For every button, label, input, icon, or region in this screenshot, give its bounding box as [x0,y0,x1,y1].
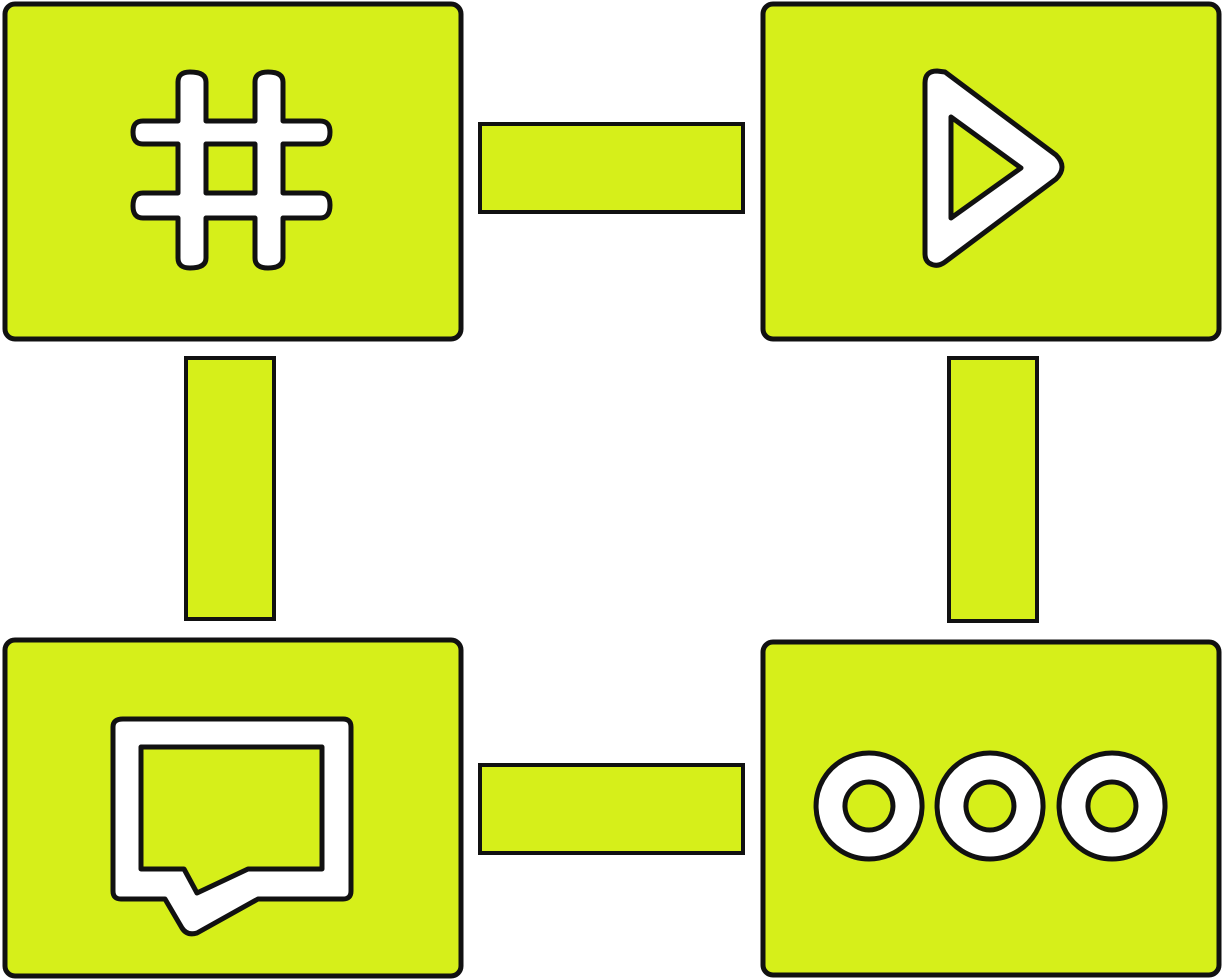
node-chat [2,637,464,979]
dot-ring-icon [1056,750,1168,862]
connector-left [184,356,276,621]
play-icon [922,68,1065,268]
connector-right [947,356,1039,623]
node-hashtag [2,1,464,342]
more-dots-icon [813,750,1168,862]
node-box [760,639,1222,978]
node-box [2,637,464,979]
node-box [2,1,464,342]
dot-ring-icon [934,750,1046,862]
node-box [760,1,1222,342]
dot-ring-icon [813,750,925,862]
chat-bubble-icon [110,716,354,937]
node-more [760,639,1222,978]
connector-top [478,122,745,214]
connector-bottom [478,763,745,855]
node-play [760,1,1222,342]
hashtag-icon [130,69,333,271]
